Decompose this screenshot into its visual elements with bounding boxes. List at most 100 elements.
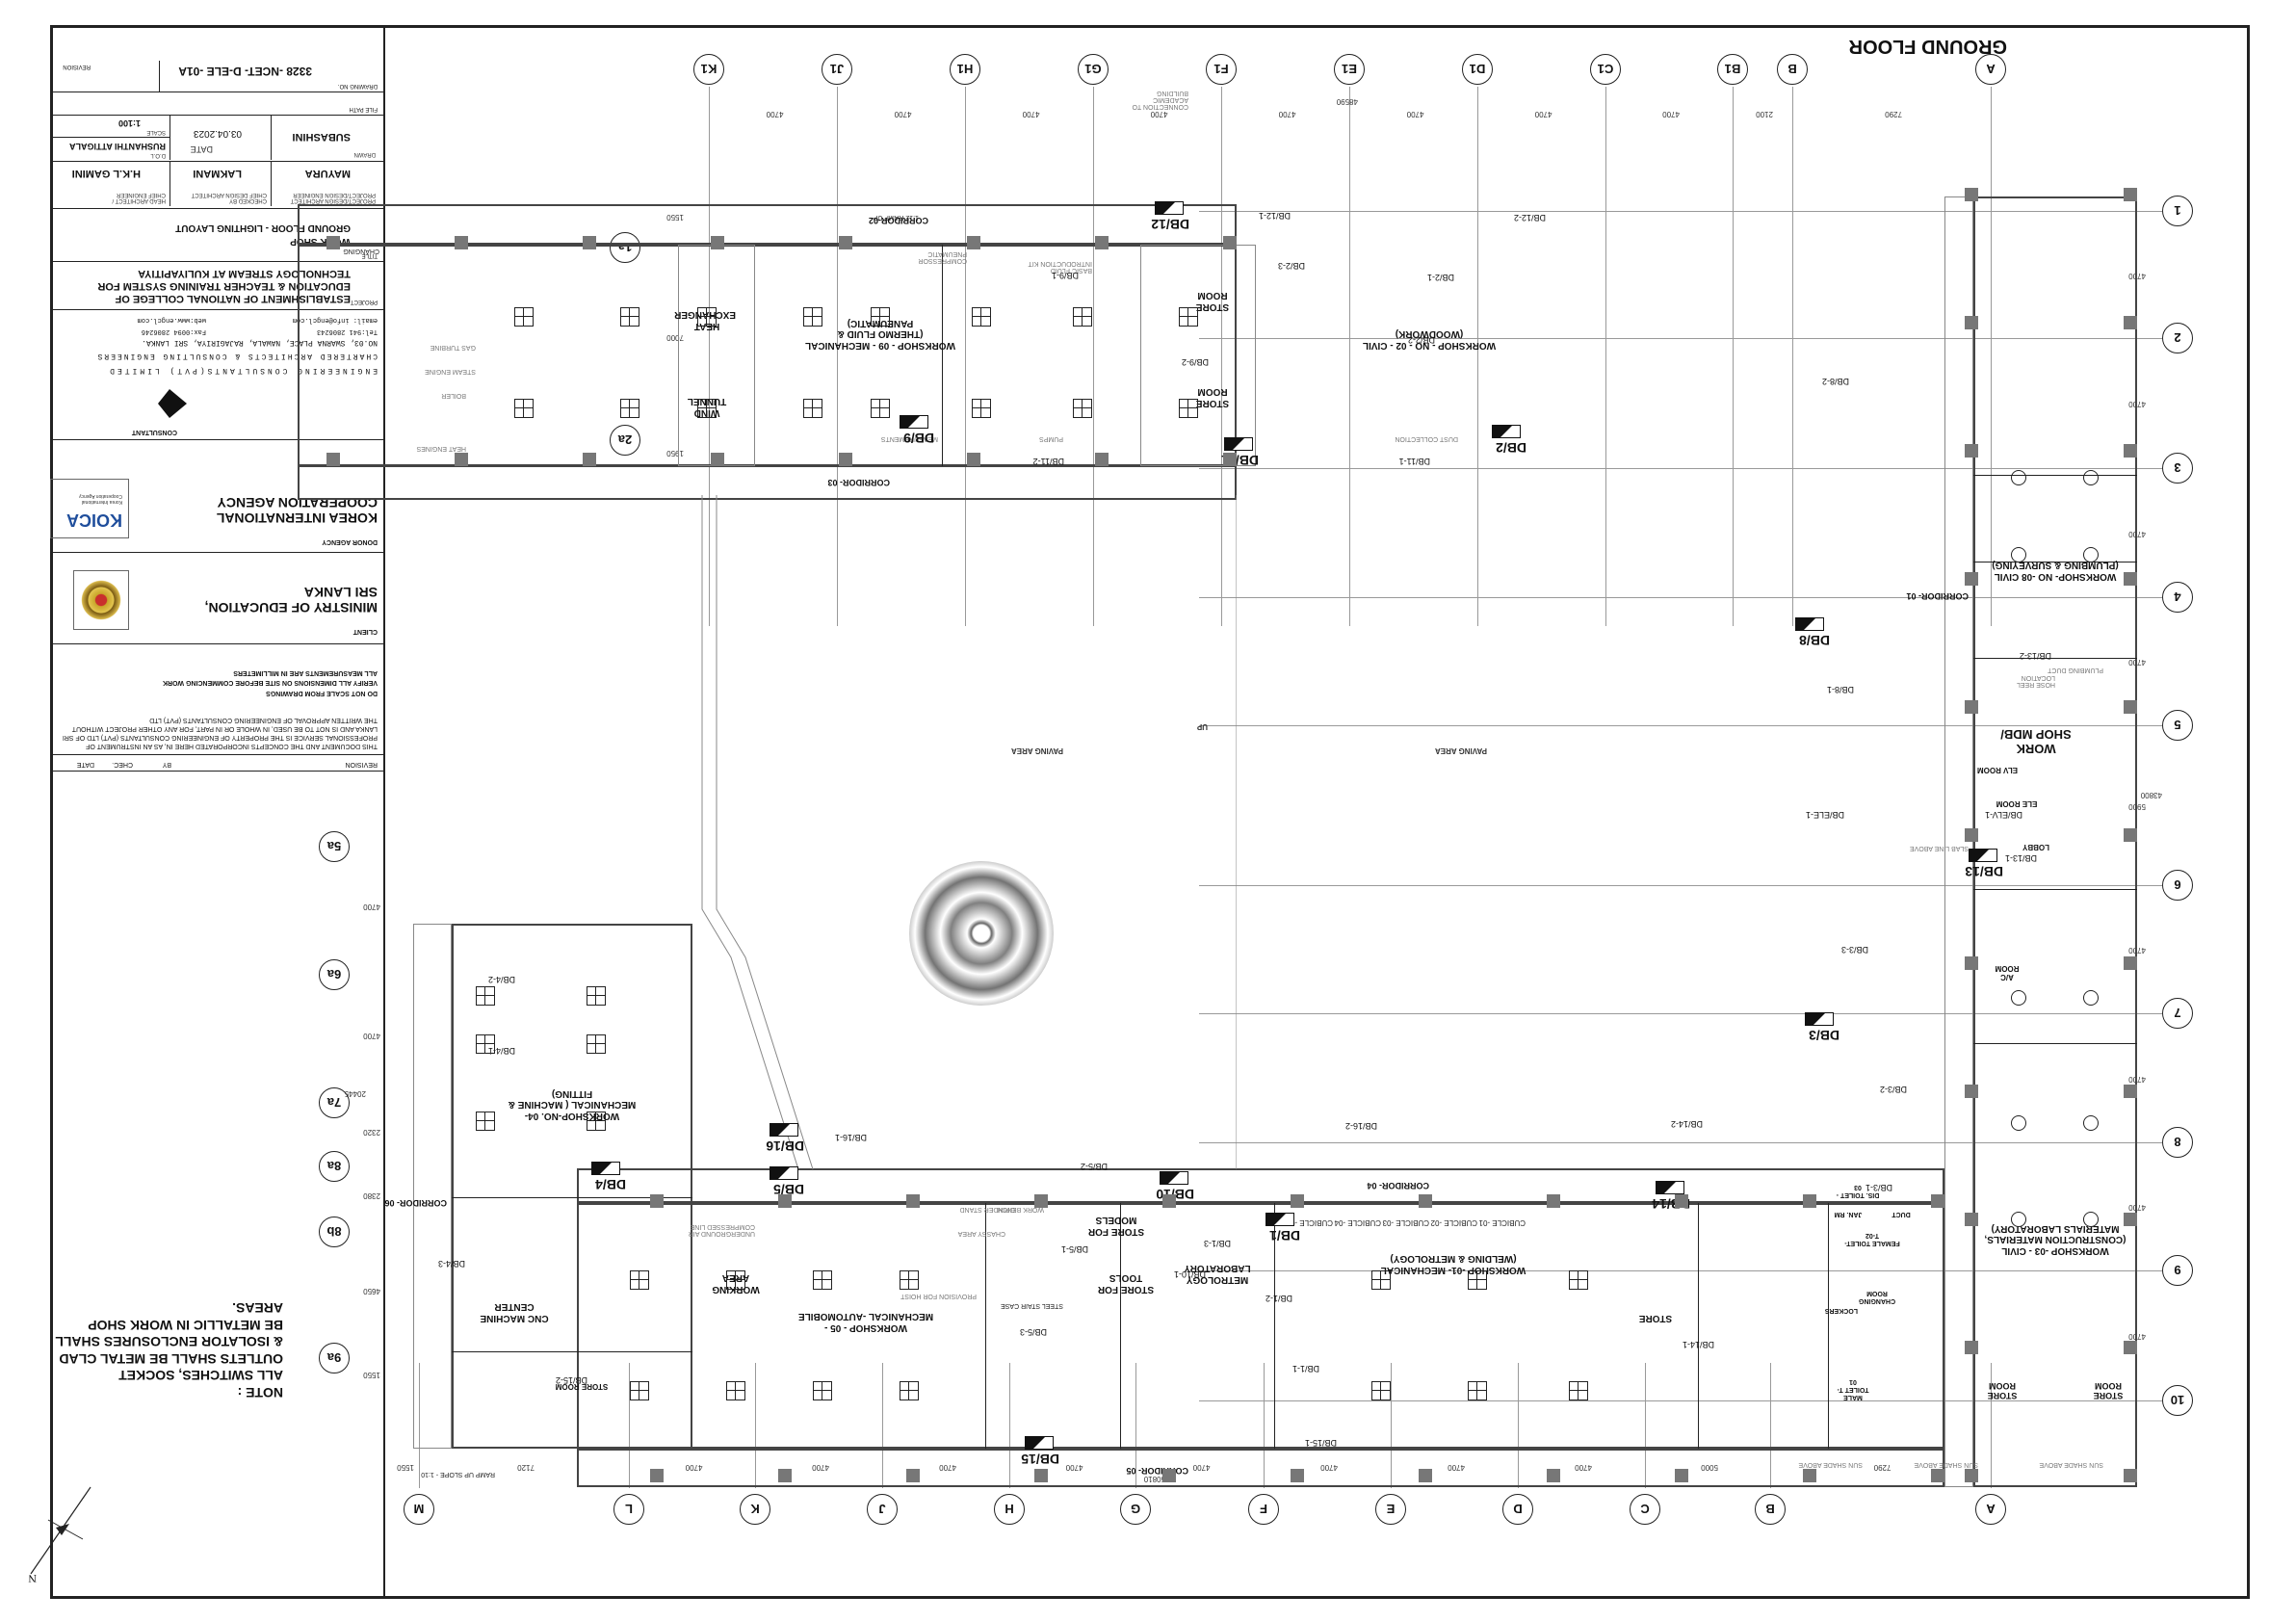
lamp-icon <box>2011 990 2026 1006</box>
grid-bubble-d1: D1 <box>1462 54 1493 85</box>
circuit-label: DB/1-1 <box>1292 1364 1319 1373</box>
light-fixture-icon <box>587 1034 606 1054</box>
corridor-01-label: CORRIDOR- 01 <box>1906 591 1969 601</box>
cell-dol: D.O.L RUSHANTHI ATTIGALA <box>52 137 170 160</box>
light-fixture-icon <box>1073 307 1092 327</box>
divider <box>159 61 160 92</box>
structural-column <box>1931 1469 1944 1482</box>
room-ws03: WORKSHOP -03 - CIVIL (CONSTRUCTION MATER… <box>1984 1223 2126 1256</box>
light-fixture-icon <box>1468 1381 1487 1400</box>
db-label-db-3: DB/3 <box>1809 1028 1839 1043</box>
grid-bubble-f: F <box>1248 1494 1279 1525</box>
drawn-name: SUBASHINI <box>292 131 351 143</box>
grid-bubble-h: H <box>994 1494 1025 1525</box>
underground-air-label: UNDERGROUND AIR COMPRESSED LINE <box>688 1223 755 1237</box>
circuit-label: DB/8-1 <box>1826 685 1854 694</box>
north-arrow-icon <box>30 1486 91 1575</box>
room-store-ws01: STORE <box>1638 1313 1673 1323</box>
pumps-label: PUMPS <box>1039 435 1063 442</box>
grid-line <box>1792 87 1793 626</box>
cubicle-2: CUBICLE -02 <box>1430 1218 1477 1227</box>
room-cnc: CNC MACHINE CENTER <box>480 1301 549 1324</box>
structural-column <box>839 453 852 466</box>
corridor-03-label: CORRIDOR- 03 <box>827 478 890 487</box>
structural-column <box>2124 1085 2137 1098</box>
paving-area-label: PAVING AREA <box>1434 746 1487 755</box>
light-fixture-icon <box>620 399 639 418</box>
distribution-board-icon <box>1805 1012 1834 1026</box>
light-fixture-icon <box>514 307 534 327</box>
top-total-dim: 48590 <box>1336 97 1358 106</box>
right-total-dim: 43800 <box>2140 791 2162 799</box>
light-fixture-icon <box>813 1270 832 1290</box>
structural-column <box>2124 828 2137 842</box>
left-dim-lower: 2380 <box>363 1191 380 1200</box>
circuit-label: DB/3-3 <box>1840 945 1868 955</box>
structural-column <box>778 1194 792 1208</box>
distribution-board-icon <box>591 1162 620 1175</box>
changing-label: CHANGING <box>343 248 379 254</box>
connection-label: CONNECTION TO ACADEMIC BUILDING <box>1132 90 1188 110</box>
partition <box>1973 1043 2137 1044</box>
structural-column <box>455 453 468 466</box>
light-fixture-icon <box>803 399 822 418</box>
grid-bubble-8: 8 <box>2162 1127 2193 1158</box>
grid-bubble-7: 7 <box>2162 998 2193 1029</box>
lamp-icon <box>2083 1115 2099 1131</box>
structural-column <box>1034 1469 1048 1482</box>
room-elv: ELV ROOM <box>1976 766 2019 774</box>
room-ws05: WORKSHOP - 05 - MECHANICAL -AUTOMOBILE <box>797 1311 934 1334</box>
lamp-icon <box>2083 470 2099 485</box>
structural-column <box>711 453 724 466</box>
structural-column <box>1223 453 1237 466</box>
partition <box>1973 889 2137 890</box>
scale-value: 1:100 <box>117 118 141 128</box>
distribution-board-icon <box>1795 617 1824 631</box>
light-fixture-icon <box>900 1270 919 1290</box>
distribution-board-icon <box>1155 201 1184 215</box>
light-fixture-icon <box>1371 1270 1391 1290</box>
circuit-label: DB/12-2 <box>1513 213 1546 222</box>
cell-scale: SCALE 1:100 <box>52 116 170 137</box>
corridor-06-label: CORRIDOR- 06 <box>384 1198 447 1208</box>
grid-bubble-8a: 8a <box>319 1151 350 1182</box>
top-dim: 4700 <box>1022 110 1040 118</box>
partition <box>942 245 943 466</box>
note-heading: NOTE : <box>237 1385 283 1400</box>
distribution-board-icon <box>1969 849 1997 862</box>
steel-stair-label: STEEL STAIR CASE <box>1001 1302 1063 1309</box>
cell-checked-by: CHECKED BY CHIEF DESIGN ARCHITECT LAKMAN… <box>170 162 271 206</box>
rev-col-date: DATE <box>76 761 94 768</box>
file-path-label: FILE PATH <box>349 106 378 112</box>
light-fixture-icon <box>1073 399 1092 418</box>
partition <box>1828 1203 1829 1449</box>
room-toilet-female: FEMALE TOILET-T-02 <box>1844 1231 1900 1246</box>
distribution-board-icon <box>1492 425 1521 438</box>
room-ac: A/C ROOM <box>1995 963 2020 981</box>
cell-project-architect: PROJECT/DESIGN ARCHITECT PROJECT/DESIGN … <box>271 162 379 206</box>
north-arrow: N <box>23 1478 119 1585</box>
circuit-label: DB/1-2 <box>1265 1294 1292 1303</box>
partition <box>1120 1203 1121 1449</box>
distribution-board-icon <box>900 415 928 429</box>
grid-bubble-c: C <box>1630 1494 1660 1525</box>
structural-column <box>1965 956 1978 970</box>
dol-name: RUSHANTHI ATTIGALA <box>69 142 166 151</box>
grid-bubble-e1: E1 <box>1334 54 1365 85</box>
structural-column <box>650 1469 664 1482</box>
donor-label: DONOR AGENCY <box>322 538 378 545</box>
light-fixture-icon <box>620 307 639 327</box>
circuit-label: DB/12-1 <box>1258 211 1291 221</box>
structural-column <box>1419 1469 1432 1482</box>
top-dim: 4700 <box>1534 110 1552 118</box>
grid-bubble-c1: C1 <box>1590 54 1621 85</box>
circuit-label: DB/3-2 <box>1879 1085 1907 1094</box>
db-label-db-15: DB/15 <box>1021 1452 1059 1467</box>
cubicle-3: CUBICLE -03 <box>1382 1218 1429 1227</box>
sun-shade-label-3: SUN SHADE ABOVE <box>1798 1461 1863 1468</box>
circuit-label: DB/3-1 <box>1865 1183 1892 1192</box>
db-label-db-1: DB/1 <box>1269 1228 1300 1243</box>
light-fixture-icon <box>1468 1270 1487 1290</box>
structural-column <box>2124 188 2137 201</box>
